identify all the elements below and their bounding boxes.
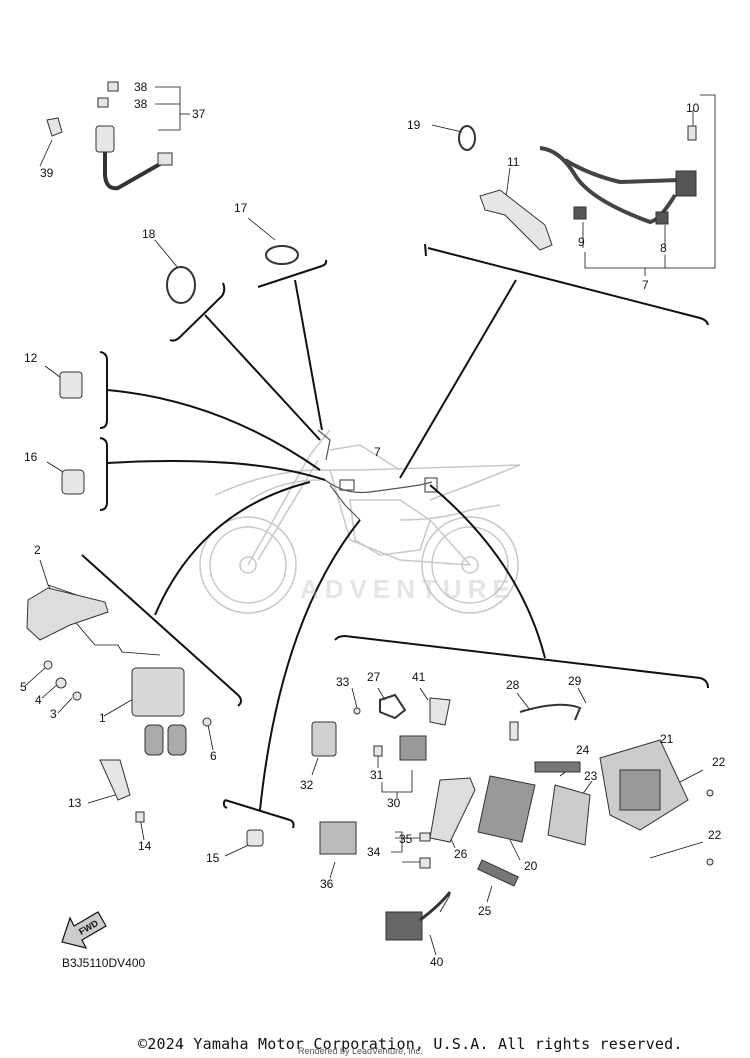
part-number: 1 xyxy=(99,711,106,725)
diagram-code: B3J5110DV400 xyxy=(62,956,146,970)
part-number: 8 xyxy=(660,241,667,255)
part-number: 7 xyxy=(374,445,381,459)
part-number: 7 xyxy=(642,278,649,292)
part-number: 32 xyxy=(300,778,314,792)
part-number: 35 xyxy=(399,832,413,846)
part-number: 30 xyxy=(387,796,401,810)
part-number: 3 xyxy=(50,707,57,721)
part-number: 23 xyxy=(584,769,598,783)
part-number: 19 xyxy=(407,118,421,132)
part-number: 39 xyxy=(40,166,54,180)
part-number: 6 xyxy=(210,749,217,763)
part-number: 28 xyxy=(506,678,520,692)
part-leaders xyxy=(24,86,716,956)
part-number: 9 xyxy=(578,235,585,249)
part-number: 16 xyxy=(24,450,38,464)
part-number: 29 xyxy=(568,674,582,688)
watermark: ADVENTURE xyxy=(300,574,516,604)
part-number: 10 xyxy=(686,101,700,115)
part-number: 25 xyxy=(478,904,492,918)
part-number: 22 xyxy=(712,755,726,769)
part-number: 22 xyxy=(708,828,722,842)
rendered-by-notice: Rendered by LeadVenture, Inc. xyxy=(298,1046,423,1056)
part-number: 27 xyxy=(367,670,381,684)
part-number: 38 xyxy=(134,80,148,94)
part-number: 5 xyxy=(20,680,27,694)
part-number: 21 xyxy=(660,732,674,746)
part-number: 2 xyxy=(34,543,41,557)
part-number: 12 xyxy=(24,351,38,365)
part-number: 26 xyxy=(454,847,468,861)
part-number: 11 xyxy=(507,155,520,169)
motorcycle-illustration xyxy=(199,429,521,614)
part-number: 38 xyxy=(134,97,148,111)
part-number: 18 xyxy=(142,227,156,241)
part-number: 14 xyxy=(138,839,152,853)
part-number: 40 xyxy=(430,955,444,969)
part-number: 37 xyxy=(192,107,206,121)
part-number: 41 xyxy=(412,670,426,684)
part-number: 15 xyxy=(206,851,220,865)
part-number: 20 xyxy=(524,859,538,873)
part-number: 4 xyxy=(35,693,42,707)
part-number: 17 xyxy=(234,201,248,215)
copyright-notice: ©2024 Yamaha Motor Corporation, U.S.A. A… xyxy=(138,1035,683,1053)
part-number: 31 xyxy=(370,768,384,782)
part-number: 24 xyxy=(576,743,590,757)
part-number: 34 xyxy=(367,845,381,859)
part-sketches xyxy=(26,81,714,941)
part-number: 33 xyxy=(336,675,350,689)
part-number: 36 xyxy=(320,877,334,891)
harness-on-bike xyxy=(317,429,438,521)
leader-lines xyxy=(81,243,709,829)
part-number: 13 xyxy=(68,796,82,810)
fwd-arrow-icon: FWD xyxy=(61,911,107,949)
